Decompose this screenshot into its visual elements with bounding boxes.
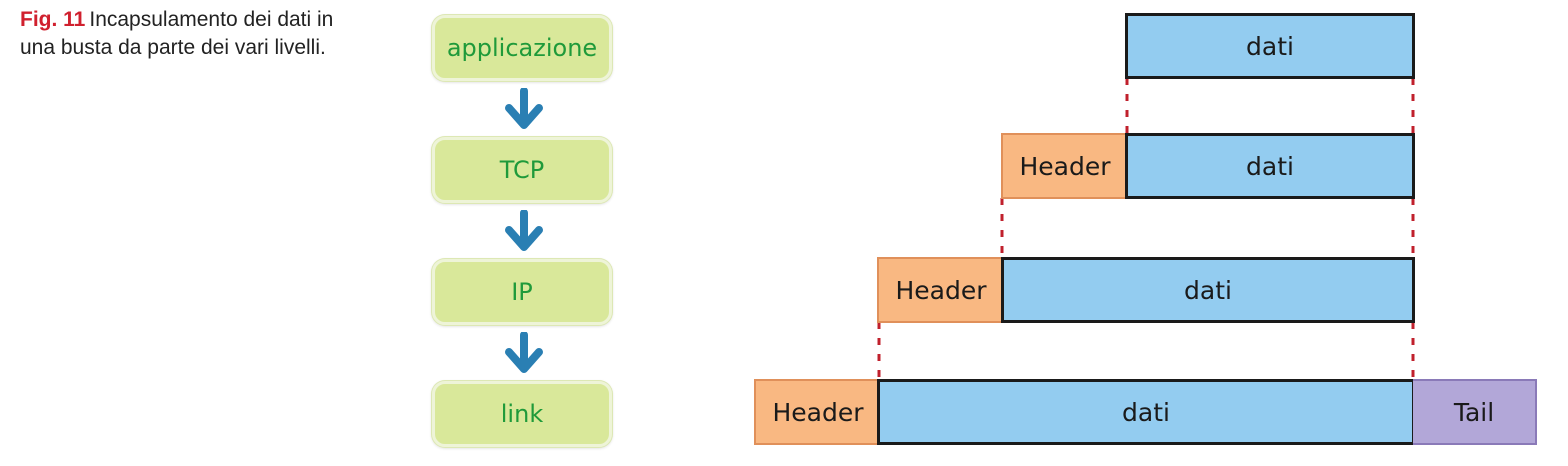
tail-block: Tail	[1413, 379, 1537, 445]
layer-link: link	[432, 381, 612, 447]
figure-caption-text: Incapsulamento dei dati in una busta da …	[20, 8, 334, 59]
layer-tcp: TCP	[432, 137, 612, 203]
header-label: Header	[895, 275, 987, 305]
header-label: Header	[772, 397, 864, 427]
arrow-down-icon	[505, 332, 543, 373]
data-block: dati	[877, 379, 1415, 445]
data-block: dati	[1125, 13, 1415, 79]
layer-applicazione: applicazione	[432, 15, 612, 81]
data-label: dati	[1184, 275, 1232, 305]
layer-label: applicazione	[446, 34, 598, 62]
data-block: dati	[1001, 257, 1415, 323]
data-label: dati	[1122, 397, 1170, 427]
header-block: Header	[1001, 133, 1127, 199]
header-label: Header	[1019, 151, 1111, 181]
arrow-down-icon	[505, 88, 543, 129]
figure-label: Fig. 11	[20, 8, 86, 31]
layer-label: TCP	[499, 156, 545, 184]
data-label: dati	[1246, 151, 1294, 181]
layer-ip: IP	[432, 259, 612, 325]
header-block: Header	[754, 379, 880, 445]
layer-label: link	[500, 400, 544, 428]
arrow-down-icon	[505, 210, 543, 251]
header-block: Header	[877, 257, 1003, 323]
layer-label: IP	[511, 278, 533, 306]
tail-label: Tail	[1453, 397, 1495, 427]
data-block: dati	[1125, 133, 1415, 199]
data-label: dati	[1246, 31, 1294, 61]
